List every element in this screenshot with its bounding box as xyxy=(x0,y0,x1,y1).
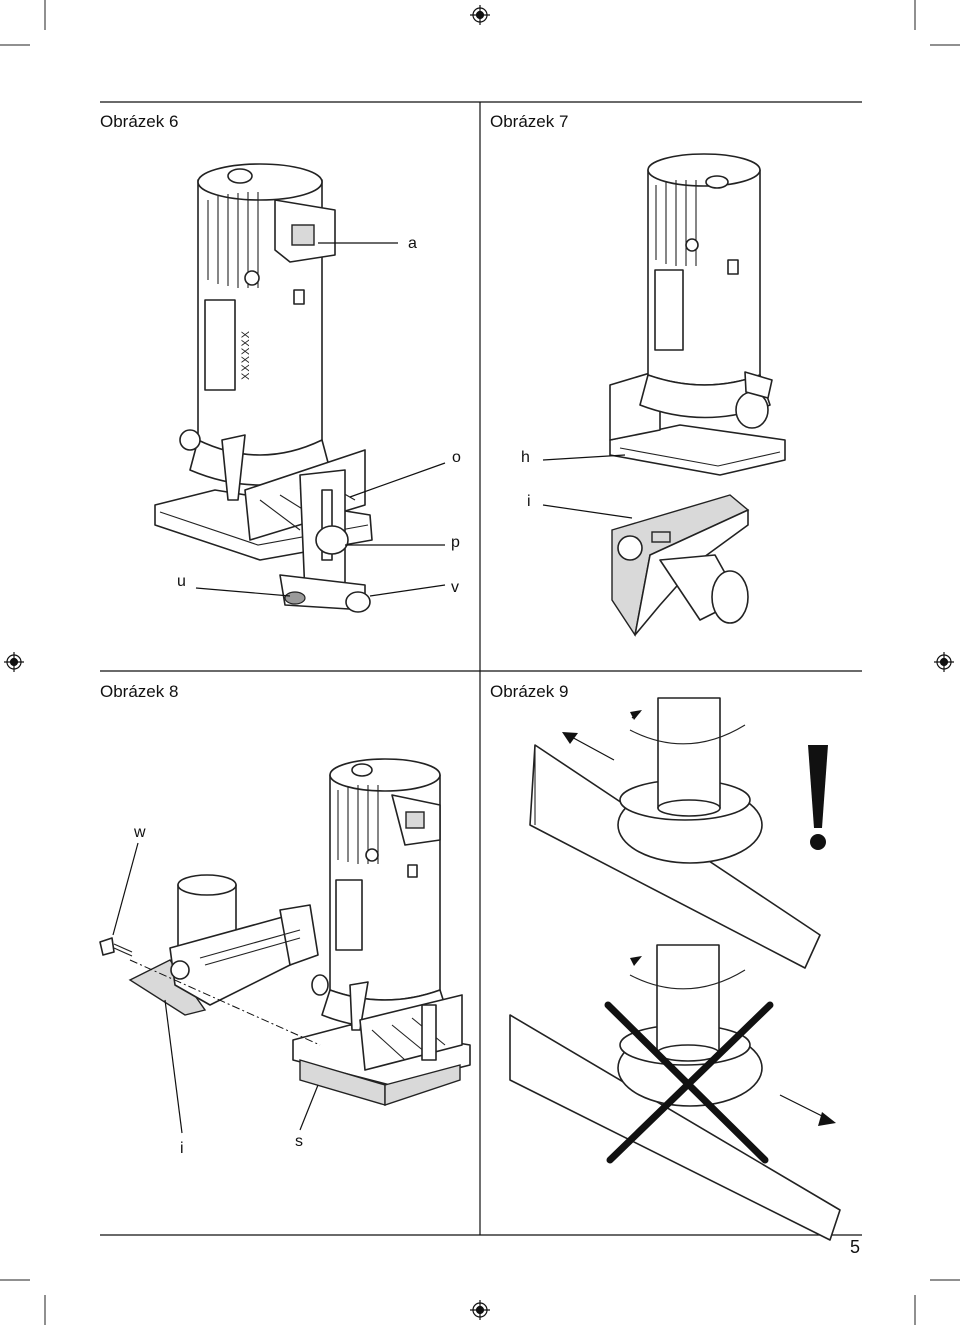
label-i-fig8: i xyxy=(180,1140,184,1157)
figure-6-title: Obrázek 6 xyxy=(100,112,178,131)
figure-9-incorrect-direction xyxy=(509,944,841,1241)
cross-out-icon xyxy=(604,1001,774,1164)
model-stamp: XXXXXX xyxy=(240,330,252,380)
registration-mark-icon xyxy=(934,652,954,672)
figure-7-title: Obrázek 7 xyxy=(490,112,568,131)
label-v: v xyxy=(451,579,459,596)
figure-7-dust-extraction-adapter xyxy=(611,494,750,637)
figure-9-title: Obrázek 9 xyxy=(490,682,568,701)
figure-8-leaders xyxy=(112,842,319,1134)
label-h: h xyxy=(521,449,530,466)
label-u: u xyxy=(177,573,186,590)
warning-text: ! xyxy=(0,0,1,1)
label-a: a xyxy=(408,235,417,252)
assembly-dash-line xyxy=(129,959,321,1046)
figure-8-dust-adapter xyxy=(99,874,319,1016)
warning-exclamation-icon xyxy=(808,745,828,850)
figure-6-router-with-edge-guide: XXXXXX xyxy=(154,163,373,613)
figure-grid xyxy=(100,101,862,1236)
registration-mark-icon xyxy=(4,652,24,672)
figure-6-leaders xyxy=(195,242,446,597)
figure-8-router-adapter-assembly xyxy=(292,758,471,1106)
page-number: 5 xyxy=(850,1237,860,1257)
label-s: s xyxy=(295,1133,303,1150)
label-w: w xyxy=(133,824,146,841)
figure-7-leaders xyxy=(542,454,633,519)
label-p: p xyxy=(451,534,460,551)
label-o: o xyxy=(452,449,461,466)
label-i: i xyxy=(527,493,531,510)
registration-mark-icon xyxy=(470,1300,490,1320)
figure-7-router-with-base xyxy=(609,153,786,476)
registration-mark-icon xyxy=(470,5,490,25)
figure-9-correct-direction xyxy=(529,697,821,969)
figure-8-title: Obrázek 8 xyxy=(100,682,178,701)
